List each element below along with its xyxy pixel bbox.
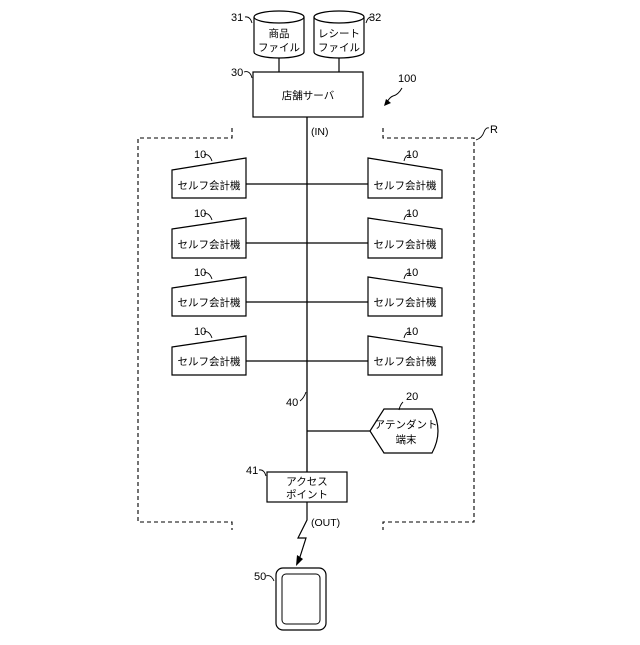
self-checkout-left-1: セルフ会計機 10 [172,149,246,198]
self-checkout-left-4: セルフ会計機 10 [172,326,246,375]
product-file-label-2: ファイル [258,42,300,54]
attendant-ref: 20 [406,391,418,403]
mobile-terminal-icon [276,568,326,630]
access-point-label-2: ポイント [286,489,328,501]
network-in-label: (IN) [311,126,329,138]
self-checkout-right-3: セルフ会計機 10 [368,267,442,316]
product-file-label-1: 商品 [269,27,290,40]
attendant-terminal: アテンダント 端末 [370,409,438,453]
store-server-ref: 30 [231,67,243,79]
checkout-branch-lines [246,184,370,431]
receipt-file-label-2: ファイル [318,42,360,54]
access-point-ref: 41 [246,465,258,477]
figure-ref-arrow [387,88,402,102]
store-server-label: 店舗サーバ [282,89,335,102]
self-checkout-right-1: セルフ会計機 10 [368,149,442,198]
store-server-leader [244,72,252,78]
mobile-terminal-leader [266,576,274,581]
store-server-box: 店舗サーバ [253,72,363,117]
region-ref-label: R [490,124,498,136]
region-leader [476,128,489,140]
wireless-link-icon [298,502,307,560]
access-point-label-1: アクセス [286,476,327,488]
attendant-label-1: アテンダント [375,418,438,431]
self-checkout-label: セルフ会計機 [374,179,437,192]
product-file-database: 商品 ファイル [254,11,304,58]
self-checkout-label: セルフ会計機 [178,179,241,192]
self-checkout-label: セルフ会計機 [178,355,241,368]
mobile-terminal-ref: 50 [254,571,266,583]
attendant-label-2: 端末 [396,433,417,446]
receipt-file-database: レシート ファイル [314,11,364,58]
figure-ref-label: 100 [398,73,416,85]
receipt-file-ref: 32 [369,12,381,24]
self-checkout-label: セルフ会計機 [374,296,437,309]
self-checkout-right-4: セルフ会計機 10 [368,326,442,375]
product-file-leader [245,17,252,23]
network-ref: 40 [286,397,298,409]
self-checkout-label: セルフ会計機 [178,238,241,251]
product-file-ref: 31 [231,12,243,24]
receipt-file-label-1: レシート [318,28,360,40]
self-checkout-label: セルフ会計機 [178,296,241,309]
self-checkout-left-3: セルフ会計機 10 [172,267,246,316]
network-ref-leader [300,392,306,401]
self-checkout-label: セルフ会計機 [374,355,437,368]
access-point-leader [259,470,266,476]
figure-ref-arrowhead [384,99,391,106]
network-out-label: (OUT) [311,517,340,529]
self-checkout-left-2: セルフ会計機 10 [172,208,246,258]
self-checkout-right-2: セルフ会計機 10 [368,208,442,258]
access-point-box: アクセス ポイント [267,472,347,502]
self-checkout-label: セルフ会計機 [374,238,437,251]
